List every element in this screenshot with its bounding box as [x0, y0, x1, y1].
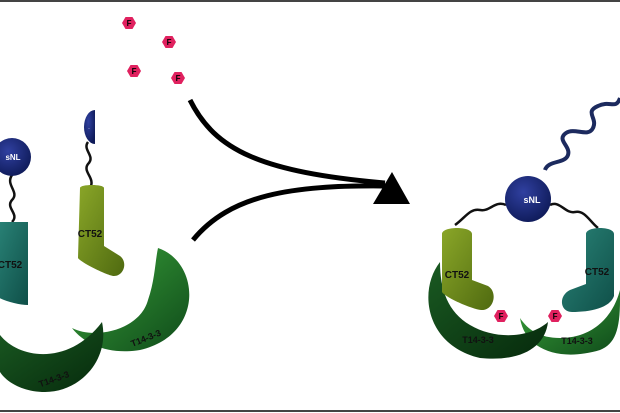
peptide-label: CT52 [78, 229, 103, 240]
molecule-label: F [132, 67, 137, 76]
molecule-label: F [127, 19, 132, 28]
molecule-f: F [127, 65, 141, 77]
molecule-label: F [499, 312, 504, 321]
bound-molecule-f: F [548, 310, 562, 322]
peptide-teal-right: CT52 [561, 228, 614, 312]
protein-label: T14-3-3 [561, 336, 593, 346]
molecule-label: F [553, 312, 558, 321]
sensor-label: sNL [5, 153, 20, 162]
molecule-f: F [122, 17, 136, 29]
sensor-label: sNL [523, 195, 541, 205]
sensor-partial: · [84, 110, 95, 189]
protein-left-front: T14-3-3 [0, 322, 104, 392]
peptide-olive-left: CT52 [78, 185, 125, 276]
molecule-label: F [167, 38, 172, 47]
reaction-arrow [187, 98, 410, 242]
sensor-right: sNL [505, 176, 551, 222]
peptide-teal-left: CT52 [0, 222, 28, 305]
free-molecules: F F F F [122, 17, 185, 84]
linker-right [549, 202, 599, 229]
sensor-left: sNL [0, 138, 31, 223]
protein-right-right: T14-3-3 [520, 290, 620, 355]
bound-molecule-f: F [494, 310, 508, 322]
protein-label: T14-3-3 [462, 335, 494, 345]
sensor-partial-mark: · [88, 126, 90, 132]
peptide-olive-right: CT52 [442, 228, 494, 310]
linker-left [454, 202, 507, 227]
molecule-f: F [162, 36, 176, 48]
peptide-label: CT52 [445, 270, 470, 281]
emission-wave [543, 97, 620, 171]
protein-left-back: T14-3-3 [72, 248, 190, 352]
peptide-label: CT52 [585, 267, 610, 278]
molecule-label: F [176, 74, 181, 83]
arrow-head [373, 172, 410, 204]
peptide-label: CT52 [0, 260, 23, 271]
molecule-f: F [171, 72, 185, 84]
protein-right-left: T14-3-3 [428, 262, 548, 359]
